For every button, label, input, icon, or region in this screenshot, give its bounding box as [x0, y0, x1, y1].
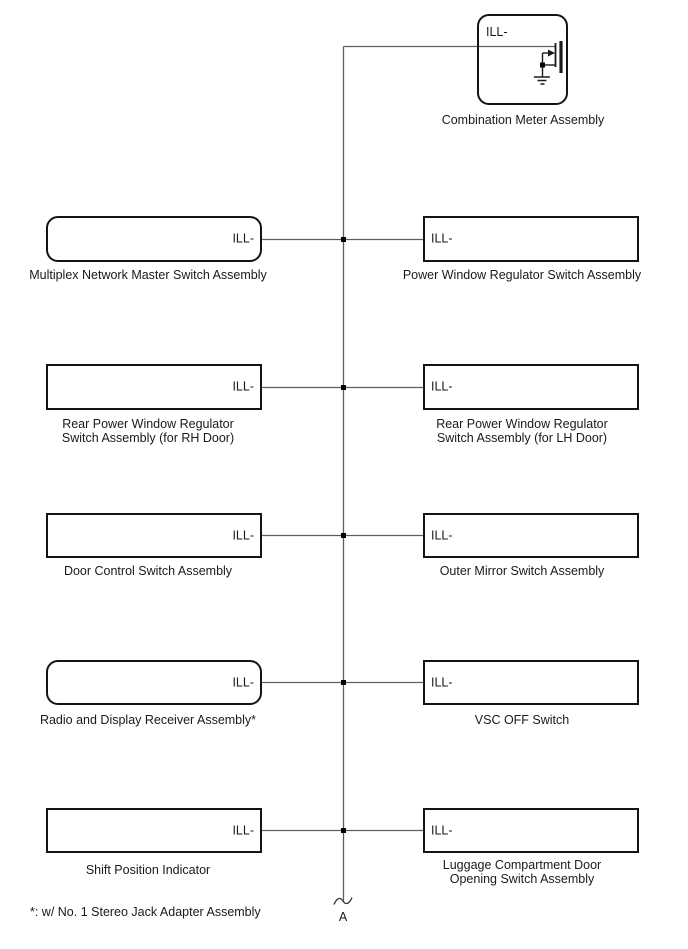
node-rear-power-window-regulator-lh: ILL-: [423, 364, 639, 410]
pin-label: ILL-: [431, 675, 453, 689]
pin-label: ILL-: [232, 231, 254, 246]
node-shift-position-indicator: ILL-: [46, 808, 262, 853]
node-caption: Luggage Compartment Door Opening Switch …: [442, 858, 602, 886]
connector-a-label: A: [338, 910, 348, 924]
node-outer-mirror-switch: ILL-: [423, 513, 639, 558]
node-vsc-off-switch: ILL-: [423, 660, 639, 705]
node-radio-display-receiver: ILL-: [46, 660, 262, 705]
row-branch-wires: [262, 238, 423, 832]
pin-label: ILL-: [232, 675, 254, 689]
node-caption: Multiplex Network Master Switch Assembly: [29, 268, 267, 282]
node-caption: VSC OFF Switch: [474, 713, 570, 727]
pin-label: ILL-: [431, 379, 453, 394]
node-caption: Door Control Switch Assembly: [63, 564, 233, 578]
pin-label: ILL-: [232, 379, 254, 394]
node-caption: Power Window Regulator Switch Assembly: [402, 268, 642, 282]
node-door-control-switch: ILL-: [46, 513, 262, 558]
node-power-window-regulator-switch: ILL-: [423, 216, 639, 262]
footnote: *: w/ No. 1 Stereo Jack Adapter Assembly: [30, 905, 261, 919]
node-rear-power-window-regulator-rh: ILL-: [46, 364, 262, 410]
node-caption: Rear Power Window Regulator Switch Assem…: [61, 417, 235, 445]
continuation-tilde-icon: [333, 897, 353, 905]
pin-label: ILL-: [431, 528, 453, 542]
node-luggage-compartment-door-switch: ILL-: [423, 808, 639, 853]
node-caption: Rear Power Window Regulator Switch Assem…: [436, 417, 608, 445]
node-caption: Combination Meter Assembly: [441, 113, 605, 127]
node-caption: Radio and Display Receiver Assembly*: [39, 713, 257, 727]
pin-label: ILL-: [431, 823, 453, 837]
pin-label: ILL-: [232, 528, 254, 542]
pin-label: ILL-: [431, 231, 453, 246]
node-caption: Shift Position Indicator: [85, 863, 211, 877]
node-combination-meter: ILL-: [477, 14, 568, 105]
pin-label: ILL-: [232, 823, 254, 837]
junction-dots: [341, 237, 346, 833]
node-caption: Outer Mirror Switch Assembly: [439, 564, 605, 578]
node-multiplex-network-master-switch: ILL-: [46, 216, 262, 262]
pin-label: ILL-: [486, 25, 508, 39]
